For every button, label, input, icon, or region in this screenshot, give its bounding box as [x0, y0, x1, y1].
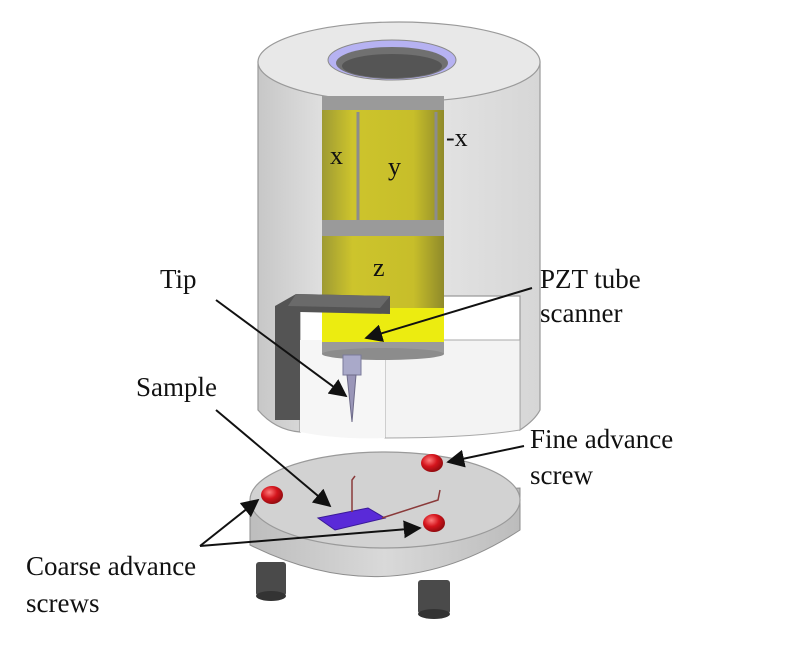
label-coarse-line1: Coarse advance	[26, 551, 196, 581]
fine-screw-arrow	[446, 445, 525, 468]
coarse-advance-screw-right	[423, 514, 445, 532]
label-pzt-line2: scanner	[540, 298, 622, 328]
label-y: y	[388, 152, 401, 181]
label-tip: Tip	[160, 264, 197, 294]
leg-left	[256, 562, 286, 596]
label-x: x	[330, 141, 343, 170]
coarse-arrow-right	[199, 520, 422, 547]
label-fine-line1: Fine advance	[530, 424, 673, 454]
tip-bracket	[275, 294, 390, 423]
label-pzt-line1: PZT tube	[540, 264, 641, 294]
coarse-arrow-left	[199, 498, 260, 547]
label-z: z	[373, 253, 385, 282]
label-fine-line2: screw	[530, 460, 593, 490]
tip	[346, 374, 357, 423]
fine-advance-screw	[421, 454, 443, 472]
callout-arrows	[199, 287, 533, 547]
label-neg-x: -x	[446, 123, 468, 152]
pzt-arrow	[364, 287, 533, 342]
label-sample: Sample	[136, 372, 217, 402]
coarse-advance-screw-left	[261, 486, 283, 504]
label-coarse-line2: screws	[26, 588, 99, 618]
leg-right	[418, 580, 450, 614]
sample-arrow	[215, 409, 332, 508]
pzt-tube-scanner	[322, 96, 444, 360]
base-platform	[249, 451, 521, 619]
tip-arrow	[215, 299, 348, 398]
